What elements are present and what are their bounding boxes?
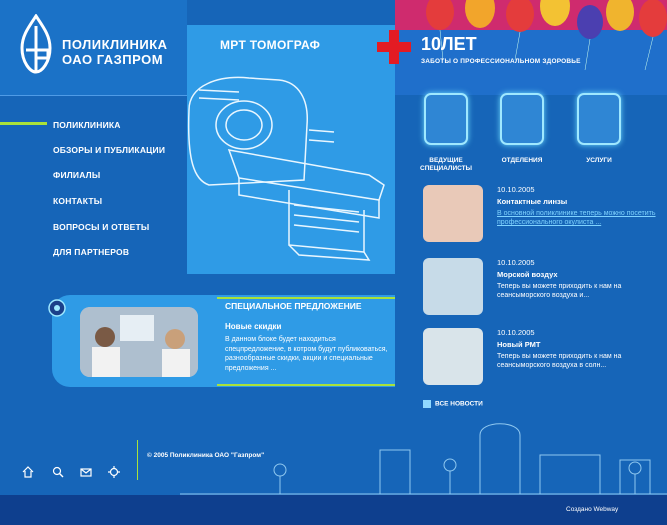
anniversary-tagline: ЗАБОТЫ О ПРОФЕССИОНАЛЬНОМ ЗДОРОВЬЕ — [421, 58, 581, 65]
footer-divider — [137, 440, 138, 480]
category-label: ВЕДУЩИЕ СПЕЦИАЛИСТЫ — [420, 157, 472, 172]
mail-icon[interactable] — [80, 466, 92, 478]
news-item: 10.10.2005 Морской воздух Теперь вы може… — [421, 258, 661, 318]
doctor-icon — [424, 93, 468, 145]
logo-line-2: ОАО ГАЗПРОМ — [62, 52, 164, 67]
news-text: Теперь вы можете приходить к нам на сеан… — [497, 353, 622, 369]
balloons-illustration — [395, 0, 667, 71]
news-title[interactable]: Новый РМТ — [497, 340, 541, 349]
category-specialists[interactable]: ВЕДУЩИЕ СПЕЦИАЛИСТЫ — [416, 93, 476, 173]
nav-item-branches[interactable]: ФИЛИАЛЫ — [53, 170, 101, 180]
mri-panel: МРТ ТОМОГРАФ — [187, 25, 395, 274]
logo-line-1: ПОЛИКЛИНИКА — [62, 37, 168, 52]
nav-item-reviews[interactable]: ОБЗОРЫ И ПУБЛИКАЦИИ — [53, 145, 166, 155]
developer-credit[interactable]: Создано Webway — [566, 506, 619, 513]
category-label: ОТДЕЛЕНИЯ — [501, 157, 543, 164]
news-title[interactable]: Морской воздух — [497, 270, 558, 279]
red-cross-icon — [377, 30, 411, 64]
news-date: 10.10.2005 — [497, 258, 535, 267]
offer-photo[interactable] — [80, 307, 198, 377]
category-label: УСЛУГИ — [586, 157, 612, 164]
news-image-sea[interactable] — [423, 258, 483, 315]
anniversary-heading: 10ЛЕТ — [421, 34, 477, 54]
hand-icon — [577, 93, 621, 145]
building-icon — [500, 93, 544, 145]
copyright: © 2005 Поликлиника ОАО "Газпром" — [147, 452, 265, 459]
home-icon[interactable] — [22, 466, 34, 478]
nav-item-partners[interactable]: ДЛЯ ПАРТНЕРОВ — [53, 247, 130, 257]
footer-bar — [0, 495, 667, 525]
news-item: 10.10.2005 Новый РМТ Теперь вы можете пр… — [421, 328, 661, 388]
magnifier-icon — [48, 299, 66, 317]
news-date: 10.10.2005 — [497, 185, 535, 194]
all-news-label: ВСЕ НОВОСТИ — [435, 400, 483, 408]
sitemap-icon[interactable] — [108, 466, 120, 478]
news-text: Теперь вы можете приходить к нам на сеан… — [497, 283, 622, 299]
nav-active-indicator — [0, 122, 47, 125]
nav-item-polyclinic[interactable]: ПОЛИКЛИНИКА — [53, 120, 121, 130]
news-date: 10.10.2005 — [497, 328, 535, 337]
offer-top-line — [217, 297, 395, 299]
offer-text: В данном блоке будет находиться спецпред… — [225, 336, 388, 372]
search-icon[interactable] — [52, 466, 64, 478]
all-news-link[interactable]: ВСЕ НОВОСТИ — [423, 400, 483, 408]
logo-text: ПОЛИКЛИНИКА ОАО ГАЗПРОМ — [62, 37, 168, 67]
news-image-eye[interactable] — [423, 185, 483, 242]
offer-title: СПЕЦИАЛЬНОЕ ПРЕДЛОЖЕНИЕ — [225, 301, 362, 311]
news-item: 10.10.2005 Контактные линзы В основной п… — [421, 185, 661, 245]
street-illustration — [180, 423, 667, 495]
doctors-photo — [80, 307, 198, 377]
category-departments[interactable]: ОТДЕЛЕНИЯ — [492, 93, 552, 165]
news-image-mrt[interactable] — [423, 328, 483, 385]
square-bullet-icon — [423, 400, 431, 408]
special-offer-panel: СПЕЦИАЛЬНОЕ ПРЕДЛОЖЕНИЕ Новые скидки В д… — [48, 295, 395, 387]
offer-subtitle[interactable]: Новые скидки — [225, 322, 282, 331]
nav-item-faq[interactable]: ВОПРОСЫ И ОТВЕТЫ — [53, 222, 150, 232]
anniversary-banner — [395, 0, 667, 95]
logo-block[interactable]: ПОЛИКЛИНИКА ОАО ГАЗПРОМ — [0, 0, 187, 96]
offer-bottom-line — [217, 384, 395, 386]
mri-title: МРТ ТОМОГРАФ — [220, 38, 321, 52]
news-title[interactable]: Контактные линзы — [497, 197, 568, 206]
news-text-link[interactable]: В основной поликлинике теперь можно посе… — [497, 210, 656, 226]
gas-flame-logo-icon — [20, 14, 52, 74]
mri-scanner-illustration — [187, 76, 385, 261]
nav-item-contacts[interactable]: КОНТАКТЫ — [53, 196, 103, 206]
category-services[interactable]: УСЛУГИ — [569, 93, 629, 165]
